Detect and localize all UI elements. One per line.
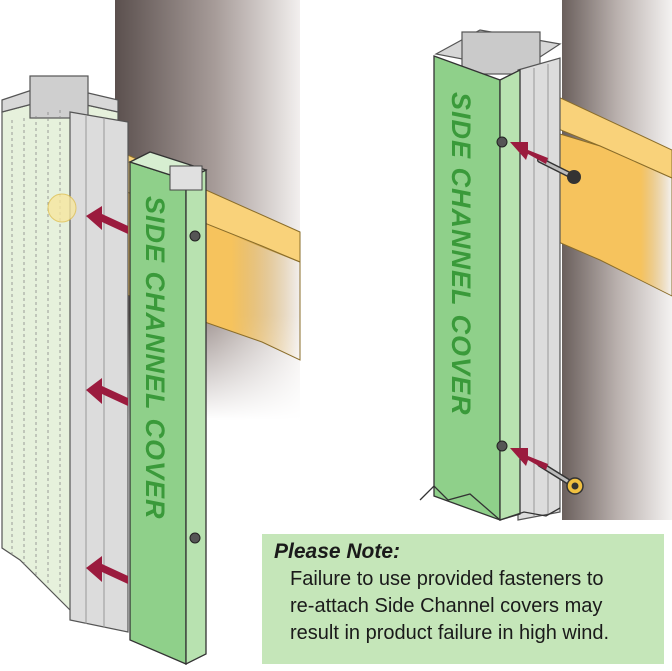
left-arrows (86, 206, 128, 584)
left-assembly: SIDE CHANNEL COVER (1, 0, 301, 666)
left-post-cap (29, 75, 89, 119)
right-cover-screw-lower (496, 440, 508, 452)
right-assembly: SIDE CHANNEL COVER (419, 0, 672, 521)
right-arrow-upper (510, 142, 548, 164)
right-cover-label: SIDE CHANNEL COVER (446, 92, 476, 416)
left-post-hole-highlight (47, 193, 77, 223)
left-cover-side (185, 168, 207, 666)
note-line-1: Failure to use provided fasteners to (290, 568, 604, 590)
arrow-middle (86, 378, 128, 406)
arrow-lower (86, 556, 128, 584)
left-cover-label: SIDE CHANNEL COVER (140, 196, 170, 520)
note-line-2: re-attach Side Channel covers may (290, 595, 603, 617)
right-arrows (510, 142, 548, 470)
arrow-upper (86, 206, 128, 234)
please-note-box: Please Note: Failure to use provided fas… (262, 534, 664, 664)
note-title: Please Note: (274, 540, 401, 563)
left-cover-screw-upper (189, 230, 201, 242)
right-cover-broken-edge (419, 485, 561, 521)
right-cover-screw-upper (496, 136, 508, 148)
note-line-3: result in product failure in high wind. (290, 622, 610, 644)
right-arrow-lower (510, 448, 548, 470)
left-cover-clip (169, 165, 203, 191)
left-cover-screw-lower (189, 532, 201, 544)
left-metal-channel (69, 111, 129, 633)
left-post-dashed-lines (11, 110, 61, 595)
